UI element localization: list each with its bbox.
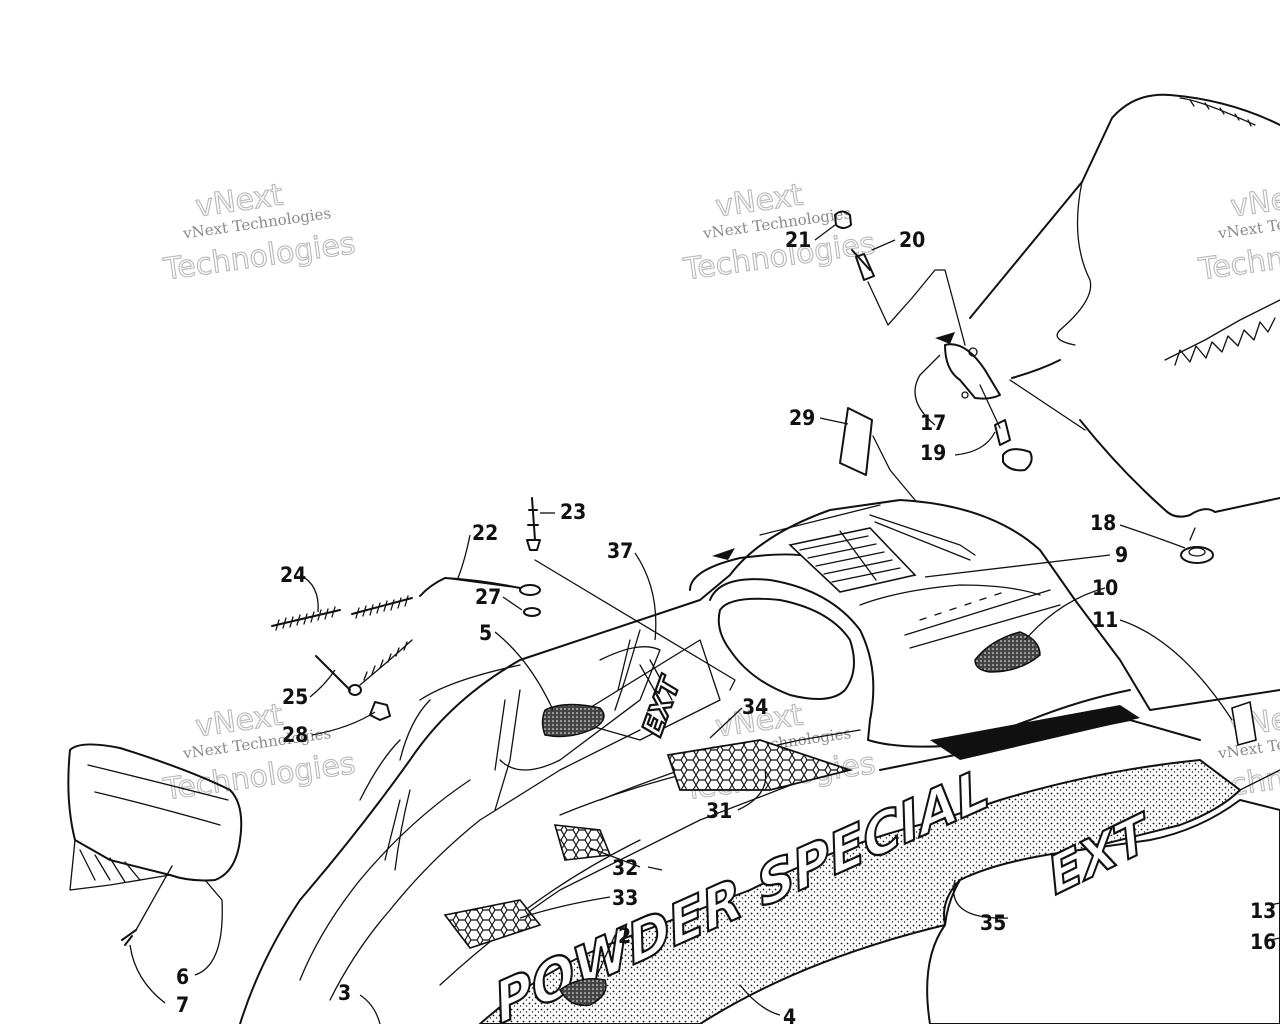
callout-4: 4 <box>783 1005 796 1024</box>
callout-32: 32 <box>612 856 638 880</box>
hood-latch-hardware <box>271 497 736 721</box>
watermark: vNext vNext Technologies Technologies <box>160 177 358 288</box>
callout-28: 28 <box>282 723 308 747</box>
callout-11: 11 <box>1092 608 1118 632</box>
callout-13: 13 <box>1250 899 1276 923</box>
watermark: vNext vNext Technologies Technologies <box>160 697 358 808</box>
callout-31: 31 <box>706 799 732 823</box>
callout-16: 16 <box>1250 930 1276 954</box>
callout-6: 6 <box>176 965 189 989</box>
callout-2: 2 <box>618 924 631 948</box>
callout-37: 37 <box>607 539 633 563</box>
ext-hood-decal: EXT <box>636 671 688 740</box>
callout-18: 18 <box>1090 511 1116 535</box>
callout-27: 27 <box>475 585 501 609</box>
windshield <box>969 93 1280 518</box>
side-panel <box>478 705 1280 1024</box>
callout-23: 23 <box>560 500 586 524</box>
callout-21: 21 <box>785 228 811 252</box>
callout-35: 35 <box>980 911 1006 935</box>
windshield-bracket <box>935 332 1001 400</box>
caution-label <box>712 527 917 593</box>
leader-lines <box>129 224 1280 1024</box>
callout-24: 24 <box>280 563 306 587</box>
callout-33: 33 <box>612 886 638 910</box>
grommet-18 <box>1180 527 1214 564</box>
callout-34: 34 <box>742 695 768 719</box>
callout-25: 25 <box>282 685 308 709</box>
callout-20: 20 <box>899 228 925 252</box>
callout-9: 9 <box>1115 543 1128 567</box>
hex-vents <box>443 739 854 949</box>
callout-22: 22 <box>472 521 498 545</box>
nose-cone <box>67 743 243 946</box>
small-decals <box>541 631 1257 1007</box>
watermark: vNext vNext Technologies Technologies <box>1195 177 1280 288</box>
callout-5: 5 <box>479 621 492 645</box>
callout-7: 7 <box>176 993 189 1017</box>
callout-19: 19 <box>920 441 946 465</box>
fastener-20-21 <box>834 210 966 346</box>
callout-10: 10 <box>1092 576 1118 600</box>
decal-29 <box>839 407 916 501</box>
callout-3: 3 <box>338 981 351 1005</box>
callout-labels: 21 20 17 19 29 18 9 10 11 23 22 37 24 27… <box>176 228 1276 1024</box>
callout-29: 29 <box>789 406 815 430</box>
callout-17: 17 <box>920 411 946 435</box>
screw-19 <box>979 384 1033 472</box>
